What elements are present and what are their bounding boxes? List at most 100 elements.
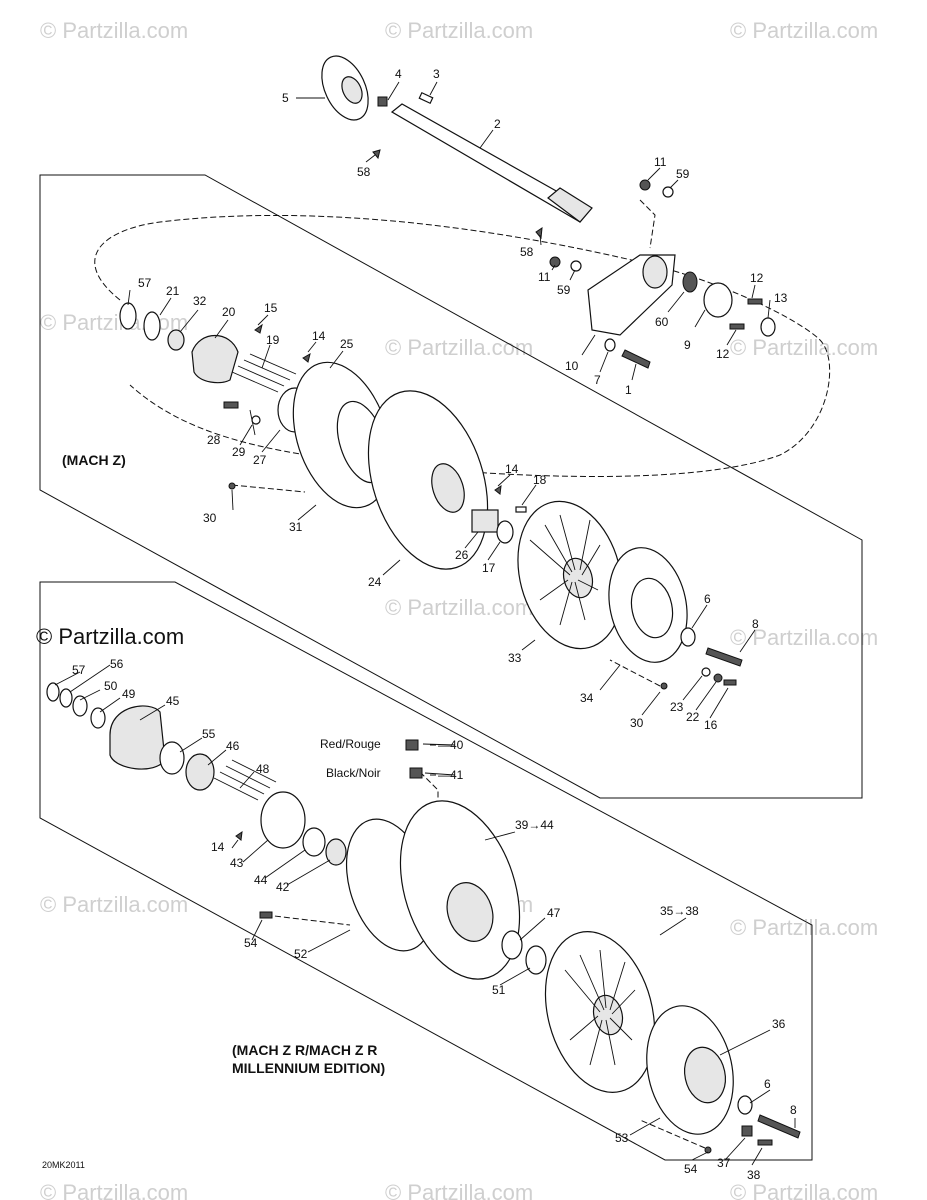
button-40 — [405, 739, 419, 751]
watermark: © Partzilla.com — [730, 915, 878, 940]
callout: 45 — [166, 694, 180, 708]
washer-29 — [251, 415, 261, 425]
nut-22 — [713, 673, 723, 683]
callout: 22 — [686, 710, 700, 724]
bolt-12 — [747, 298, 763, 305]
callout: 38 — [747, 1168, 761, 1182]
callout: 54 — [684, 1162, 698, 1176]
screw-54b — [704, 1146, 712, 1154]
callout: 6 — [704, 592, 711, 606]
bearing-36 — [683, 1046, 727, 1104]
dashed-leader — [639, 1119, 706, 1149]
callout: 14 — [211, 840, 225, 854]
callout: 14 — [505, 462, 519, 476]
sheave-24 — [367, 390, 489, 570]
callout: 5 — [282, 91, 289, 105]
watermark: © Partzilla.com — [40, 892, 188, 917]
callout: 11 — [538, 270, 551, 284]
top-assembly — [321, 55, 776, 369]
callout: 7 — [594, 373, 601, 387]
callout-41: —41 — [438, 768, 464, 782]
callouts: 5 4 3 2 58 58 11 59 11 59 12 13 12 9 60 … — [72, 67, 797, 1182]
callout: 19 — [266, 333, 280, 347]
callout: 3 — [433, 67, 440, 81]
callout: 9 — [684, 338, 691, 352]
key-18 — [515, 506, 527, 513]
callout: 54 — [244, 936, 258, 950]
callout: 28 — [207, 433, 221, 447]
callout: 17 — [482, 561, 496, 575]
ring-55 — [159, 741, 185, 775]
spring-19 — [231, 353, 297, 393]
ring-57b — [46, 682, 60, 702]
callout: 36 — [772, 1017, 786, 1031]
bolt-8b — [757, 1114, 801, 1139]
ring-49 — [90, 707, 106, 729]
watermark: © Partzilla.com — [730, 18, 878, 43]
watermark: © Partzilla.com — [730, 625, 878, 650]
callout: 48 — [256, 762, 270, 776]
mach-z-assembly — [119, 302, 743, 690]
bolt-16 — [723, 679, 737, 686]
nut-11b — [549, 256, 561, 268]
ring-57 — [119, 302, 137, 330]
ring-17 — [496, 520, 514, 544]
callout: 23 — [670, 700, 684, 714]
callout: 12 — [716, 347, 730, 361]
washer-23 — [701, 667, 711, 677]
callout: 58 — [520, 245, 534, 259]
callout: 8 — [790, 1103, 797, 1117]
callout: 26 — [455, 548, 469, 562]
callout: 53 — [615, 1131, 629, 1145]
callout: 33 — [508, 651, 522, 665]
watermark: © Partzilla.com — [730, 335, 878, 360]
roller-46 — [185, 753, 215, 791]
snap-ring-21 — [143, 311, 161, 341]
callout: 42 — [276, 880, 290, 894]
callout: 51 — [492, 983, 506, 997]
callout: 18 — [533, 473, 547, 487]
bolt-38 — [757, 1139, 773, 1146]
ring-42 — [325, 838, 347, 866]
bracket-bearing — [642, 255, 668, 289]
watermark-prominent: © Partzilla.com — [36, 624, 184, 649]
ring-43 — [260, 791, 306, 849]
bolt-54 — [259, 911, 273, 919]
watermark: © Partzilla.com — [385, 1180, 533, 1200]
callout: 27 — [253, 453, 267, 467]
callout: 43 — [230, 856, 244, 870]
nut-4 — [377, 96, 388, 107]
range-label-39-44: 39→44 — [515, 818, 554, 832]
callout: 16 — [704, 718, 718, 732]
callout: 37 — [717, 1156, 731, 1170]
washer-59 — [662, 186, 674, 198]
spider-20 — [191, 335, 239, 384]
callout: 20 — [222, 305, 236, 319]
mach-z-r-assembly — [46, 682, 801, 1154]
spring-48 — [213, 759, 277, 801]
sheave-35-38-fins — [564, 949, 636, 1066]
washer-59b — [570, 260, 582, 272]
range-label-35-38: 35→38 — [660, 904, 699, 918]
sheave-hub — [341, 76, 363, 104]
callout: 50 — [104, 679, 118, 693]
color-label-red: Red/Rouge — [320, 737, 381, 751]
callout: 30 — [630, 716, 644, 730]
drop-15 — [254, 323, 263, 334]
callout: 44 — [254, 873, 268, 887]
sheave-39-44-hub — [446, 882, 494, 942]
dashed-leader — [231, 484, 306, 493]
dashed-leader — [265, 914, 351, 926]
callout: 24 — [368, 575, 382, 589]
leader-lines — [54, 81, 796, 1166]
section-label-mach-z-r: (MACH Z R/MACH Z R — [232, 1042, 377, 1058]
bolt-12b — [729, 323, 745, 330]
callout-40: —40 — [438, 738, 464, 752]
callout: 56 — [110, 657, 124, 671]
callout: 10 — [565, 359, 579, 373]
drop-14b — [494, 484, 502, 495]
spider-45 — [109, 705, 166, 770]
washer-6 — [680, 627, 696, 647]
shaft-spline — [547, 187, 593, 223]
